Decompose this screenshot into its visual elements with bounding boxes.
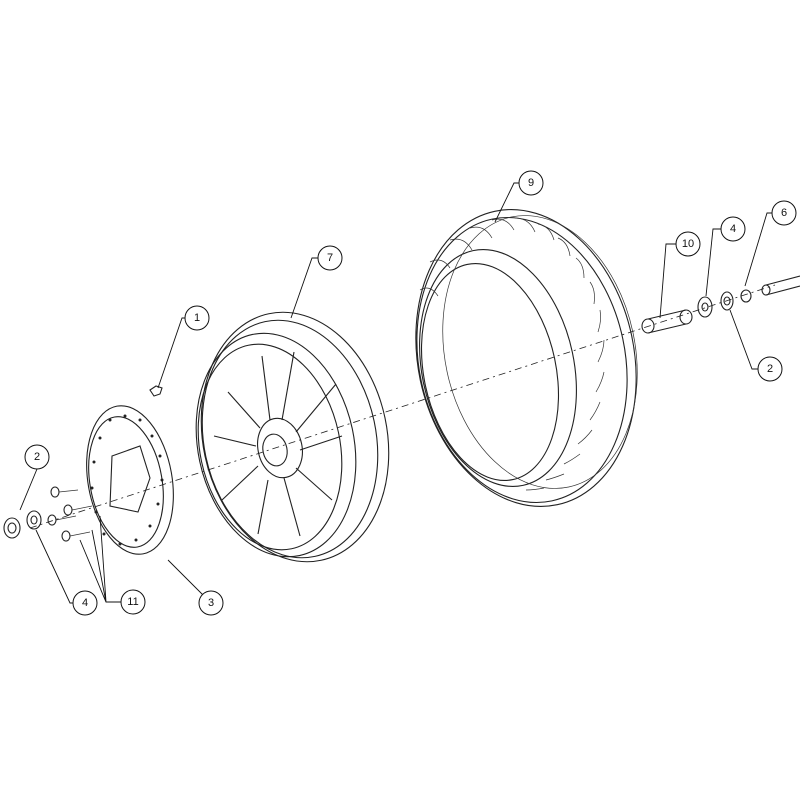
axle — [761, 275, 800, 296]
callout-4-left: 4 — [72, 590, 98, 616]
tire — [415, 209, 638, 507]
callout-7: 7 — [317, 245, 343, 271]
right-seal — [720, 291, 734, 311]
callout-10: 10 — [675, 231, 701, 257]
disc-bolts — [47, 486, 93, 542]
svg-text:1: 1 — [194, 312, 200, 324]
callout-2-right: 2 — [757, 356, 783, 382]
callout-1: 1 — [184, 305, 210, 331]
callout-2-left: 2 — [24, 444, 50, 470]
svg-text:10: 10 — [682, 238, 694, 250]
valve-part — [149, 385, 163, 397]
leader-lines — [19, 182, 784, 604]
svg-text:3: 3 — [208, 597, 214, 609]
spacer — [641, 309, 693, 334]
right-bearing — [697, 296, 713, 318]
callout-9: 9 — [518, 170, 544, 196]
callout-4-right: 4 — [720, 216, 746, 242]
callout-3: 3 — [198, 590, 224, 616]
axle-nut — [740, 289, 752, 303]
svg-text:2: 2 — [34, 451, 40, 463]
callout-11: 11 — [120, 589, 146, 615]
wheel-rim — [195, 311, 390, 563]
svg-text:9: 9 — [528, 177, 534, 189]
svg-text:4: 4 — [730, 223, 736, 235]
svg-text:7: 7 — [327, 252, 333, 264]
brake-disc — [86, 405, 174, 555]
svg-text:11: 11 — [127, 596, 138, 608]
svg-text:4: 4 — [82, 597, 88, 609]
svg-text:6: 6 — [781, 207, 787, 219]
callout-6: 6 — [771, 200, 797, 226]
axle-centerline — [29, 284, 776, 529]
left-seal — [3, 517, 21, 539]
svg-text:2: 2 — [767, 363, 773, 375]
left-bearing — [26, 510, 42, 530]
